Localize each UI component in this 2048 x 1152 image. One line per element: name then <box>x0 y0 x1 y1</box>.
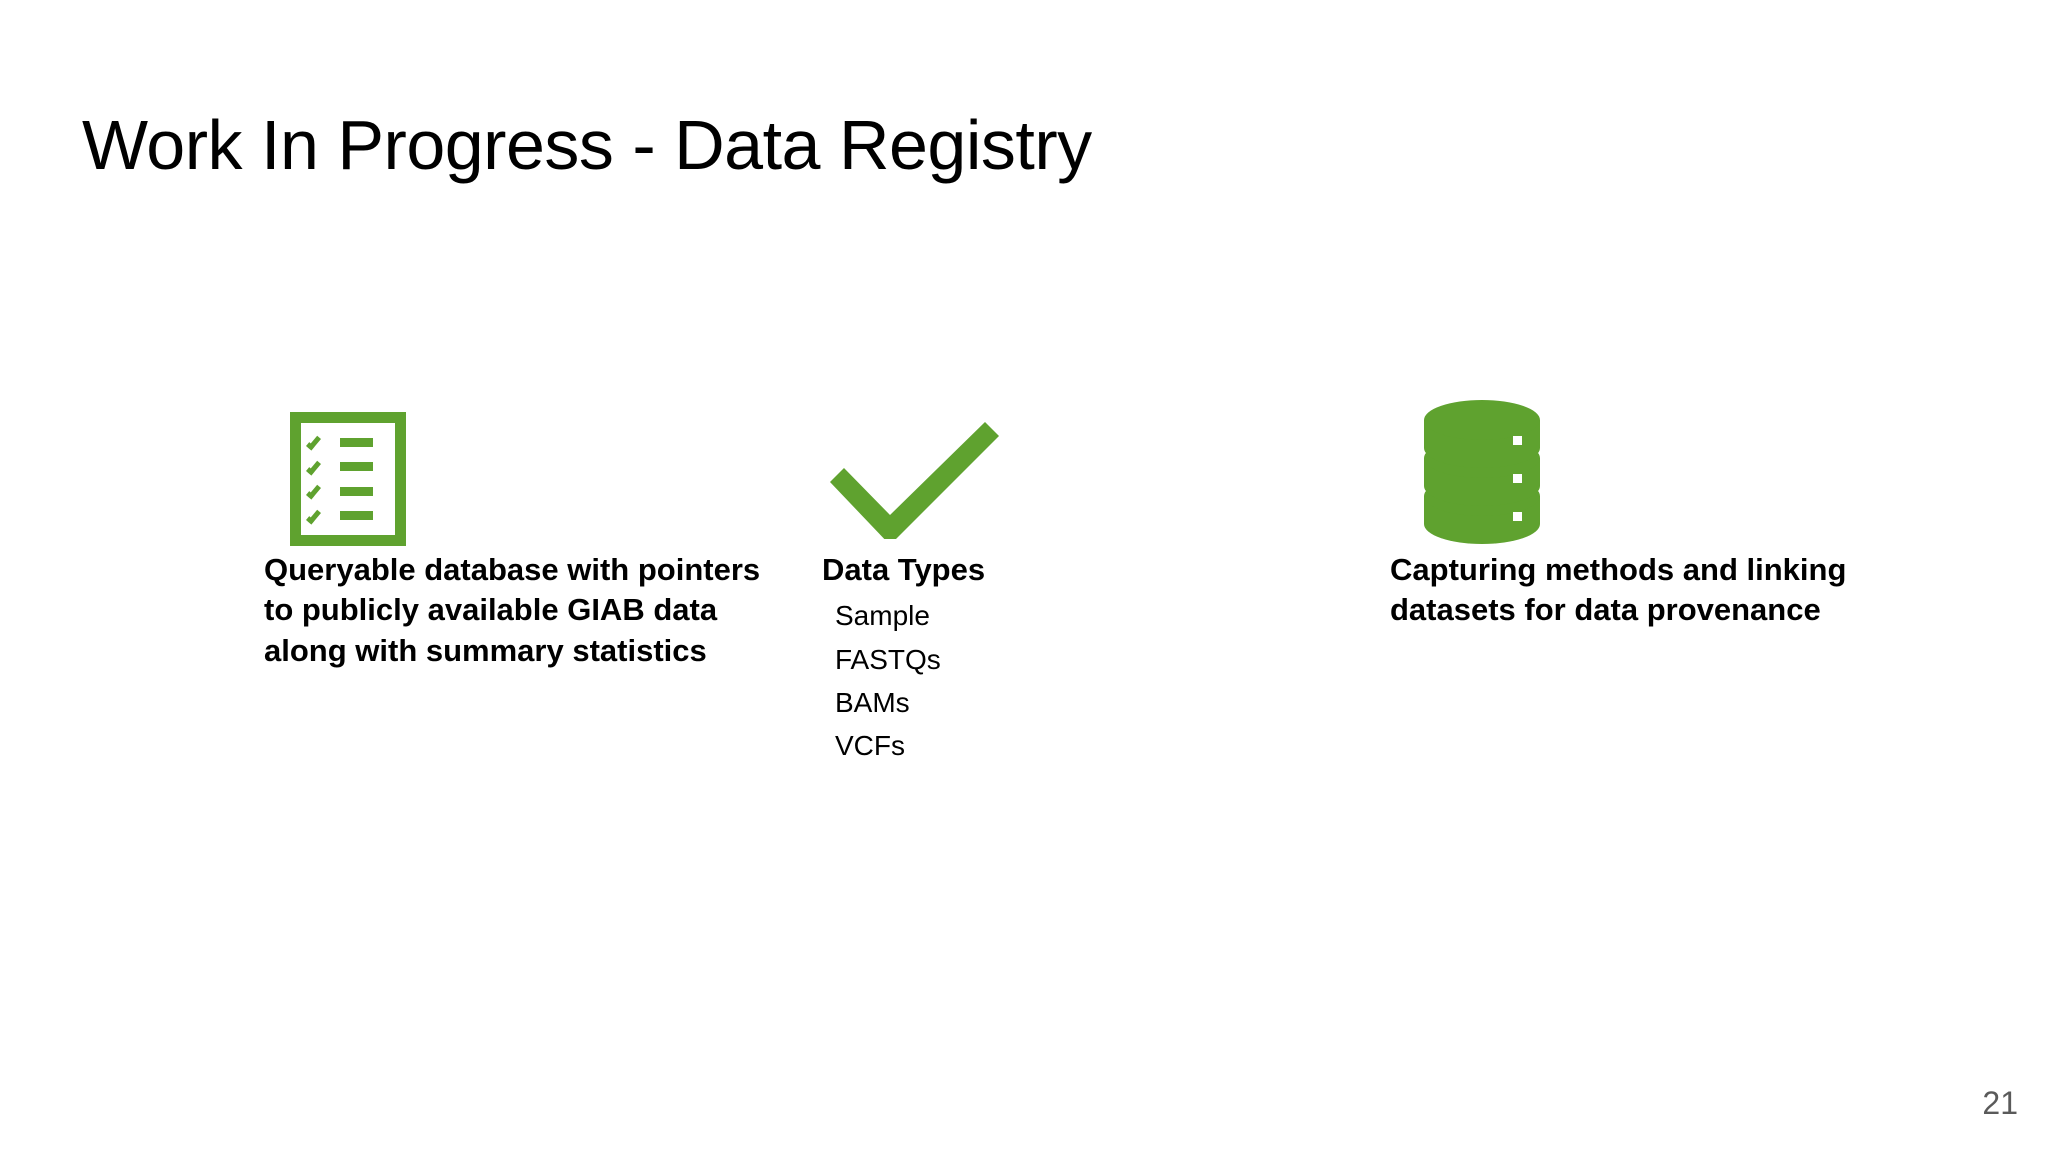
check-icon <box>307 507 332 525</box>
checklist-rows <box>301 423 395 535</box>
checklist-row <box>307 457 389 477</box>
check-icon <box>307 482 332 500</box>
list-item: BAMs <box>835 686 910 718</box>
icon-slot-1 <box>264 400 764 550</box>
column-capturing-methods: Capturing methods and linking datasets f… <box>1390 400 1890 631</box>
list-item: VCFs <box>835 730 905 762</box>
checklist-line <box>340 486 373 496</box>
checklist-row <box>307 432 389 452</box>
checklist-line <box>340 462 373 472</box>
icon-slot-2 <box>822 400 1242 550</box>
icon-slot-3 <box>1390 400 1890 550</box>
check-icon <box>307 458 332 476</box>
checkmark-icon <box>830 422 999 539</box>
checklist-row <box>307 506 389 526</box>
column-data-types: Data Types Sample FASTQs BAMs VCFs <box>822 400 1242 767</box>
database-icon <box>1424 400 1540 544</box>
column-1-heading: Queryable database with pointers to publ… <box>264 552 761 668</box>
checklist-icon <box>290 412 406 546</box>
data-types-list: Sample FASTQs BAMs VCFs <box>822 594 1242 767</box>
column-3-heading: Capturing methods and linking datasets f… <box>1390 552 1847 628</box>
checklist-line <box>340 437 373 447</box>
checklist-line <box>340 511 373 521</box>
page-title: Work In Progress - Data Registry <box>82 106 1092 184</box>
check-icon <box>307 433 332 451</box>
page-number: 21 <box>1982 1085 2018 1121</box>
list-item: FASTQs <box>835 643 941 675</box>
column-queryable-database: Queryable database with pointers to publ… <box>264 400 764 671</box>
column-2-heading: Data Types <box>822 552 986 587</box>
list-item: Sample <box>835 600 930 632</box>
checklist-row <box>307 481 389 501</box>
